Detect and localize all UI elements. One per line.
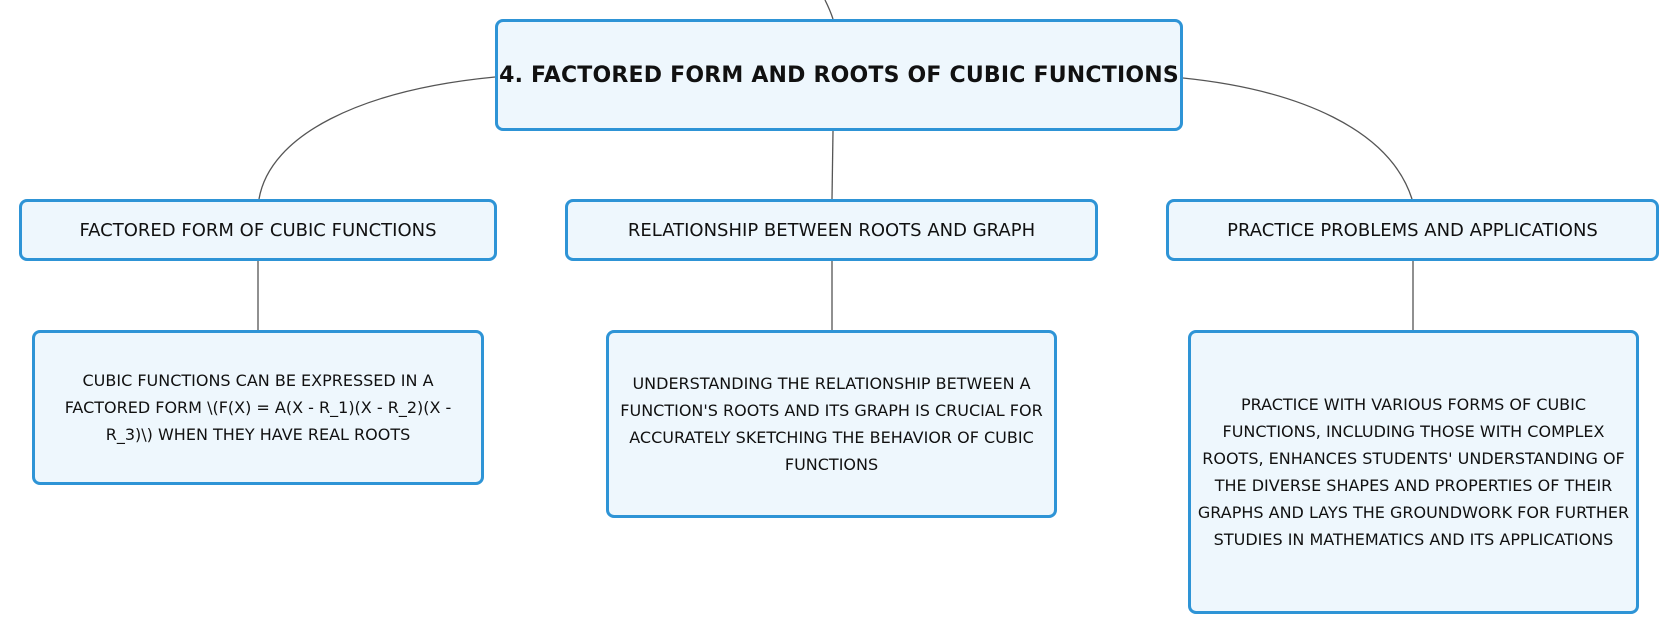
connector-from-parent <box>824 0 834 20</box>
detail-text: CUBIC FUNCTIONS CAN BE EXPRESSED IN A FA… <box>64 371 452 444</box>
topic-node-factored-form[interactable]: FACTORED FORM OF CUBIC FUNCTIONS <box>19 199 497 261</box>
detail-node-practice-problems[interactable]: PRACTICE WITH VARIOUS FORMS OF CUBIC FUN… <box>1188 330 1639 614</box>
detail-node-roots-and-graph[interactable]: UNDERSTANDING THE RELATIONSHIP BETWEEN A… <box>606 330 1057 518</box>
central-topic-node[interactable]: 4. FACTORED FORM AND ROOTS OF CUBIC FUNC… <box>495 19 1183 131</box>
topic-title: RELATIONSHIP BETWEEN ROOTS AND GRAPH <box>627 219 1036 241</box>
connector-root-to-topic-3 <box>1182 77 1413 200</box>
detail-node-factored-form[interactable]: CUBIC FUNCTIONS CAN BE EXPRESSED IN A FA… <box>32 330 484 485</box>
topic-node-roots-and-graph[interactable]: RELATIONSHIP BETWEEN ROOTS AND GRAPH <box>565 199 1098 261</box>
topic-node-practice-problems[interactable]: PRACTICE PROBLEMS AND APPLICATIONS <box>1166 199 1659 261</box>
connector-root-to-topic-1 <box>258 76 496 200</box>
topic-title: FACTORED FORM OF CUBIC FUNCTIONS <box>79 219 437 241</box>
detail-text: PRACTICE WITH VARIOUS FORMS OF CUBIC FUN… <box>1197 395 1630 549</box>
connector-root-to-topic-2 <box>831 130 834 200</box>
central-topic-title: 4. FACTORED FORM AND ROOTS OF CUBIC FUNC… <box>499 62 1179 88</box>
detail-text: UNDERSTANDING THE RELATIONSHIP BETWEEN A… <box>620 374 1043 474</box>
topic-title: PRACTICE PROBLEMS AND APPLICATIONS <box>1227 219 1598 241</box>
